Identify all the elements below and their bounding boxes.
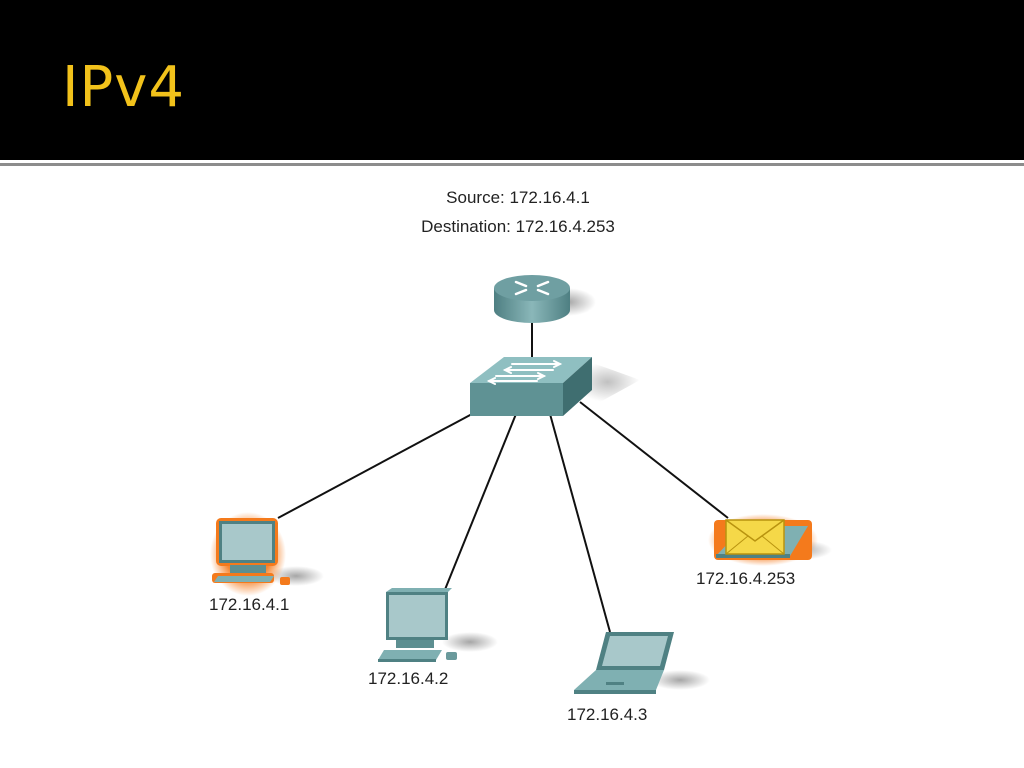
packet-destination-label: Destination: 172.16.4.253	[421, 217, 615, 236]
link-switch-laptop	[549, 413, 611, 633]
host-label: 172.16.4.2	[368, 669, 449, 688]
link-switch-pc2	[443, 413, 517, 593]
host-label: 172.16.4.3	[567, 705, 648, 724]
laptop-icon-172-16-4-3[interactable]	[574, 632, 710, 694]
link-switch-pc4	[579, 401, 729, 519]
envelope-packet-icon	[725, 519, 785, 555]
packet-source-label: Source: 172.16.4.1	[446, 188, 590, 207]
desktop-computer-icon-172-16-4-2[interactable]	[378, 588, 498, 662]
router-icon[interactable]	[494, 275, 596, 323]
desktop-computer-icon-172-16-4-1[interactable]	[210, 512, 324, 596]
link-switch-pc1	[277, 413, 473, 519]
switch-icon[interactable]	[470, 357, 640, 416]
header-divider	[0, 160, 1024, 168]
slide-header	[0, 0, 1024, 160]
host-label: 172.16.4.253	[696, 569, 796, 588]
slide-title: IPv4	[62, 55, 186, 120]
network-links	[277, 322, 729, 633]
host-label: 172.16.4.1	[209, 595, 290, 614]
